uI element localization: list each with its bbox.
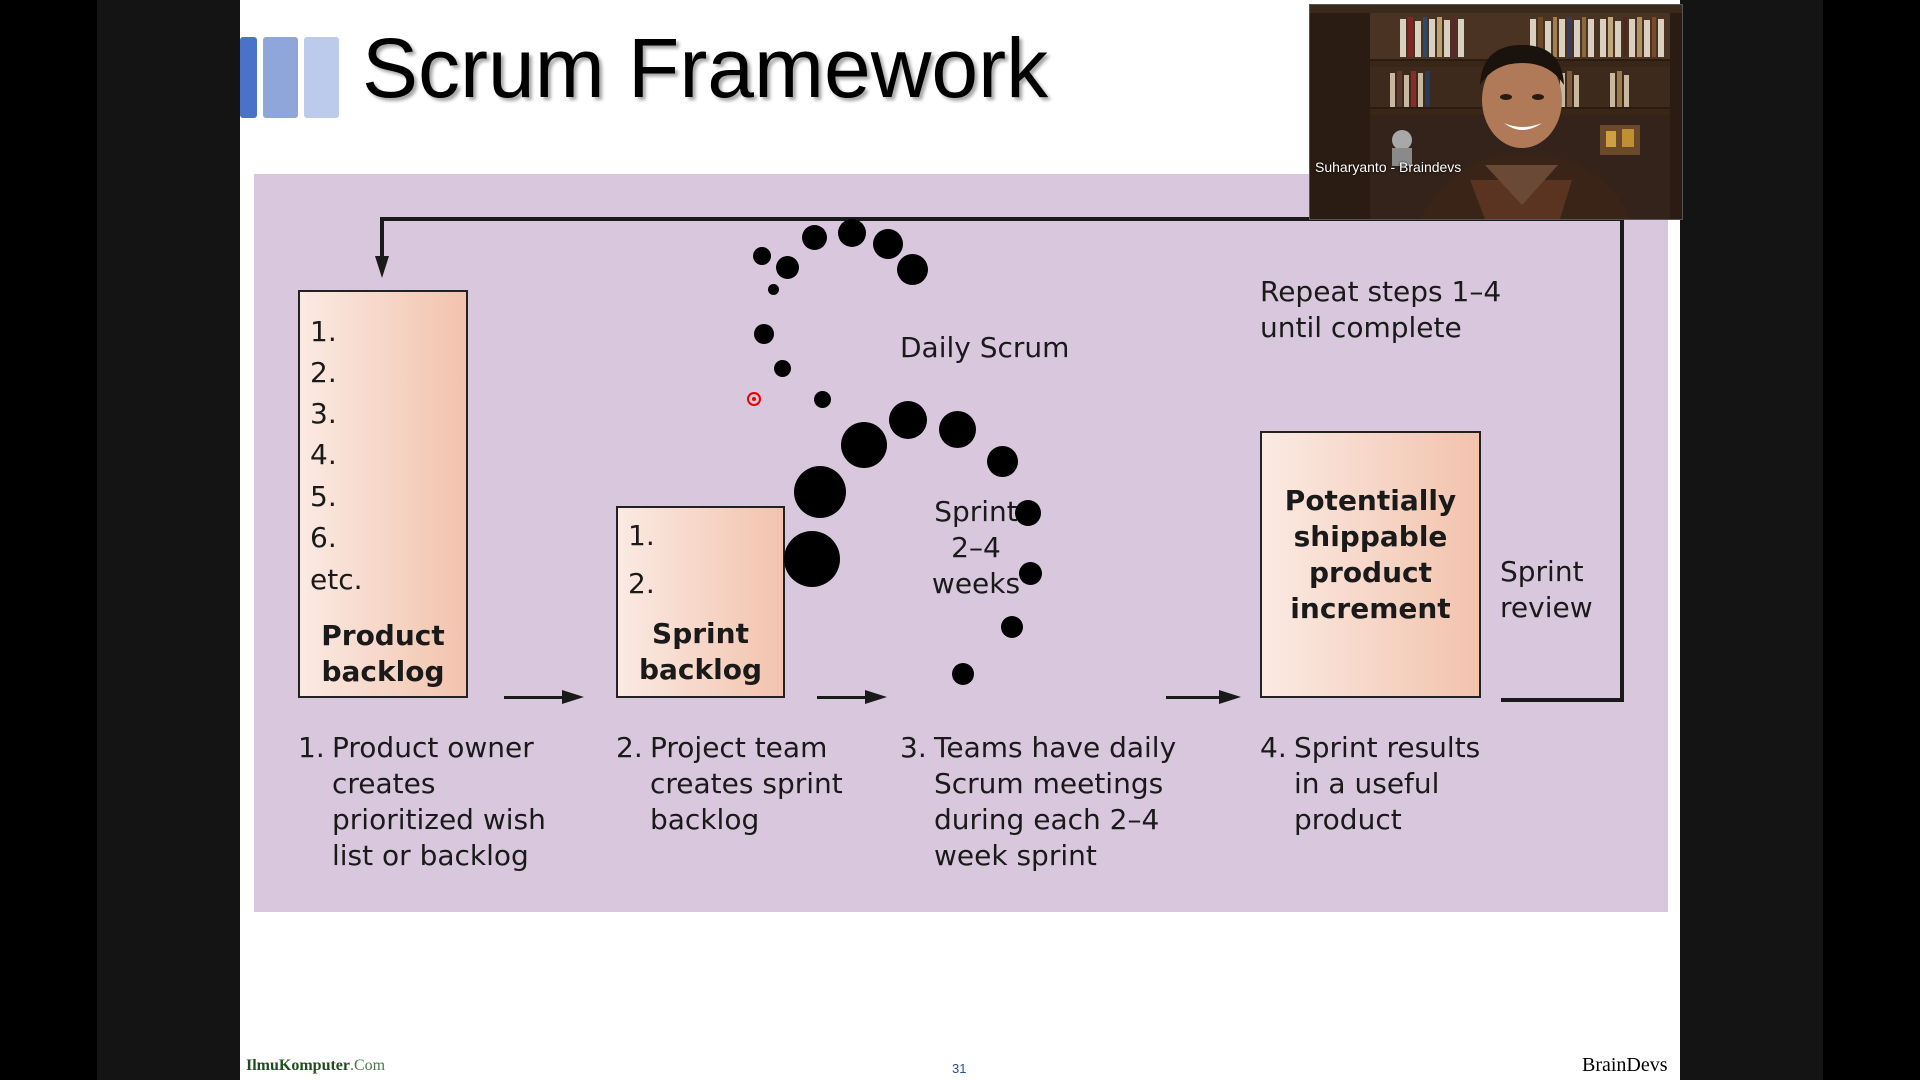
daily-scrum-dot [774, 360, 791, 377]
webcam-video-image [1310, 5, 1682, 219]
footer-brand-right: BrainDevs [1582, 1054, 1668, 1076]
sprint-backlog-label-line1: Sprint [652, 617, 749, 650]
step-2-line: backlog [650, 803, 760, 836]
step-3-line: Teams have daily [934, 731, 1177, 764]
backlog-item: 2. [310, 356, 337, 389]
sprint-backlog-item: 1. [628, 519, 655, 552]
product-backlog-label-line1: Product [321, 619, 445, 652]
screen-left-margin [97, 0, 240, 1080]
backlog-item: 1. [310, 315, 337, 348]
sprint-review-line1: Sprint [1500, 555, 1584, 588]
title-deco-bar-3 [304, 37, 339, 118]
step-3-line: week sprint [934, 839, 1097, 872]
flow-arrow-2-shaft [817, 696, 867, 699]
repeat-label-line2: until complete [1260, 311, 1462, 344]
daily-scrum-dot [754, 324, 774, 344]
step-4-line: product [1294, 803, 1402, 836]
step-4-number: 4. [1260, 731, 1287, 764]
increment-label-line1: Potentially [1284, 484, 1457, 517]
increment-label-line2: shippable [1293, 520, 1448, 553]
sprint-duration-line1: Sprint [934, 495, 1018, 528]
step-1-line: Product owner [332, 731, 534, 764]
title-deco-bar-1 [240, 37, 257, 118]
slide-title: Scrum Framework [362, 21, 1049, 115]
sprint-cycle-dot [1001, 616, 1023, 638]
daily-scrum-dot [814, 391, 831, 408]
step-1-line: prioritized wish [332, 803, 546, 836]
sprint-cycle-dot [889, 401, 927, 439]
product-increment-box: Potentially shippable product increment [1260, 431, 1481, 698]
daily-scrum-dot [774, 284, 775, 285]
sprint-cycle-dot [1019, 562, 1042, 585]
product-backlog-label-line2: backlog [321, 655, 445, 688]
presenter-webcam-tile[interactable]: Suharyanto - Braindevs [1309, 4, 1683, 220]
screen-left-border [0, 0, 97, 1080]
footer-brand-left: IlmuKomputer.Com [246, 1057, 385, 1075]
daily-scrum-label: Daily Scrum [900, 331, 1070, 364]
backlog-item: 3. [310, 397, 337, 430]
backlog-item: 6. [310, 521, 337, 554]
sprint-backlog-item: 2. [628, 567, 655, 600]
sprint-cycle-dot [987, 446, 1018, 477]
loop-line-bottom [1501, 698, 1624, 702]
step-3-number: 3. [900, 731, 927, 764]
step-4-line: Sprint results [1294, 731, 1481, 764]
sprint-backlog-box: 1. 2. Sprint backlog [616, 506, 785, 698]
loop-arrowhead [375, 256, 389, 278]
daily-scrum-dot [838, 219, 866, 247]
scrum-diagram-panel: 1. 2. 3. 4. 5. 6. etc. Product backlog 1… [254, 174, 1668, 912]
repeat-label-line1: Repeat steps 1–4 [1260, 275, 1502, 308]
flow-arrow-3-head [1219, 690, 1241, 704]
flow-arrow-1-head [562, 690, 584, 704]
sprint-duration-line2: 2–4 [951, 531, 1001, 564]
loop-line-top [380, 217, 1624, 221]
screen-right-margin [1680, 0, 1823, 1080]
loop-line-down [380, 217, 384, 259]
footer-brand-left-suffix: .Com [350, 1057, 386, 1074]
webcam-name-label: Suharyanto - Braindevs [1315, 159, 1462, 175]
flow-arrow-1-shaft [504, 696, 564, 699]
flow-arrow-2-head [865, 690, 887, 704]
backlog-item: 4. [310, 438, 337, 471]
sprint-cycle-dot [794, 466, 846, 518]
slide-page-number: 31 [952, 1061, 967, 1076]
sprint-cycle-dot [939, 411, 976, 448]
step-2-line: Project team [650, 731, 828, 764]
footer-brand-left-name: IlmuKomputer [246, 1057, 350, 1074]
increment-label-line3: product [1308, 556, 1433, 589]
daily-scrum-dot [802, 225, 827, 250]
step-4-line: in a useful [1294, 767, 1440, 800]
step-1-line: creates [332, 767, 436, 800]
step-1-line: list or backlog [332, 839, 529, 872]
increment-label-line4: increment [1290, 592, 1451, 625]
step-3-line: during each 2–4 [934, 803, 1160, 836]
daily-scrum-dot [897, 254, 928, 285]
sprint-cycle-dot [952, 663, 974, 685]
step-2-line: creates sprint [650, 767, 843, 800]
backlog-item: 5. [310, 480, 337, 513]
daily-scrum-dot [753, 247, 771, 265]
screen-right-border [1823, 0, 1920, 1080]
sprint-backlog-label-line2: backlog [638, 653, 763, 686]
sprint-cycle-dot [841, 422, 887, 468]
sprint-cycle-dot [1015, 500, 1041, 526]
sprint-duration-line3: weeks [931, 567, 1021, 600]
loop-line-right [1620, 217, 1624, 702]
flow-arrow-3-shaft [1166, 696, 1221, 699]
step-3-line: Scrum meetings [934, 767, 1164, 800]
title-deco-bar-2 [263, 37, 298, 118]
sprint-cycle-dot [784, 531, 840, 587]
sprint-review-line2: review [1500, 591, 1593, 624]
step-2-number: 2. [616, 731, 643, 764]
daily-scrum-dot [873, 229, 903, 259]
laser-pointer-icon [747, 392, 761, 406]
step-1-number: 1. [298, 731, 325, 764]
backlog-item: etc. [310, 563, 363, 596]
daily-scrum-dot [776, 256, 799, 279]
product-backlog-box: 1. 2. 3. 4. 5. 6. etc. Product backlog [298, 290, 468, 698]
daily-scrum-dot [768, 284, 779, 295]
